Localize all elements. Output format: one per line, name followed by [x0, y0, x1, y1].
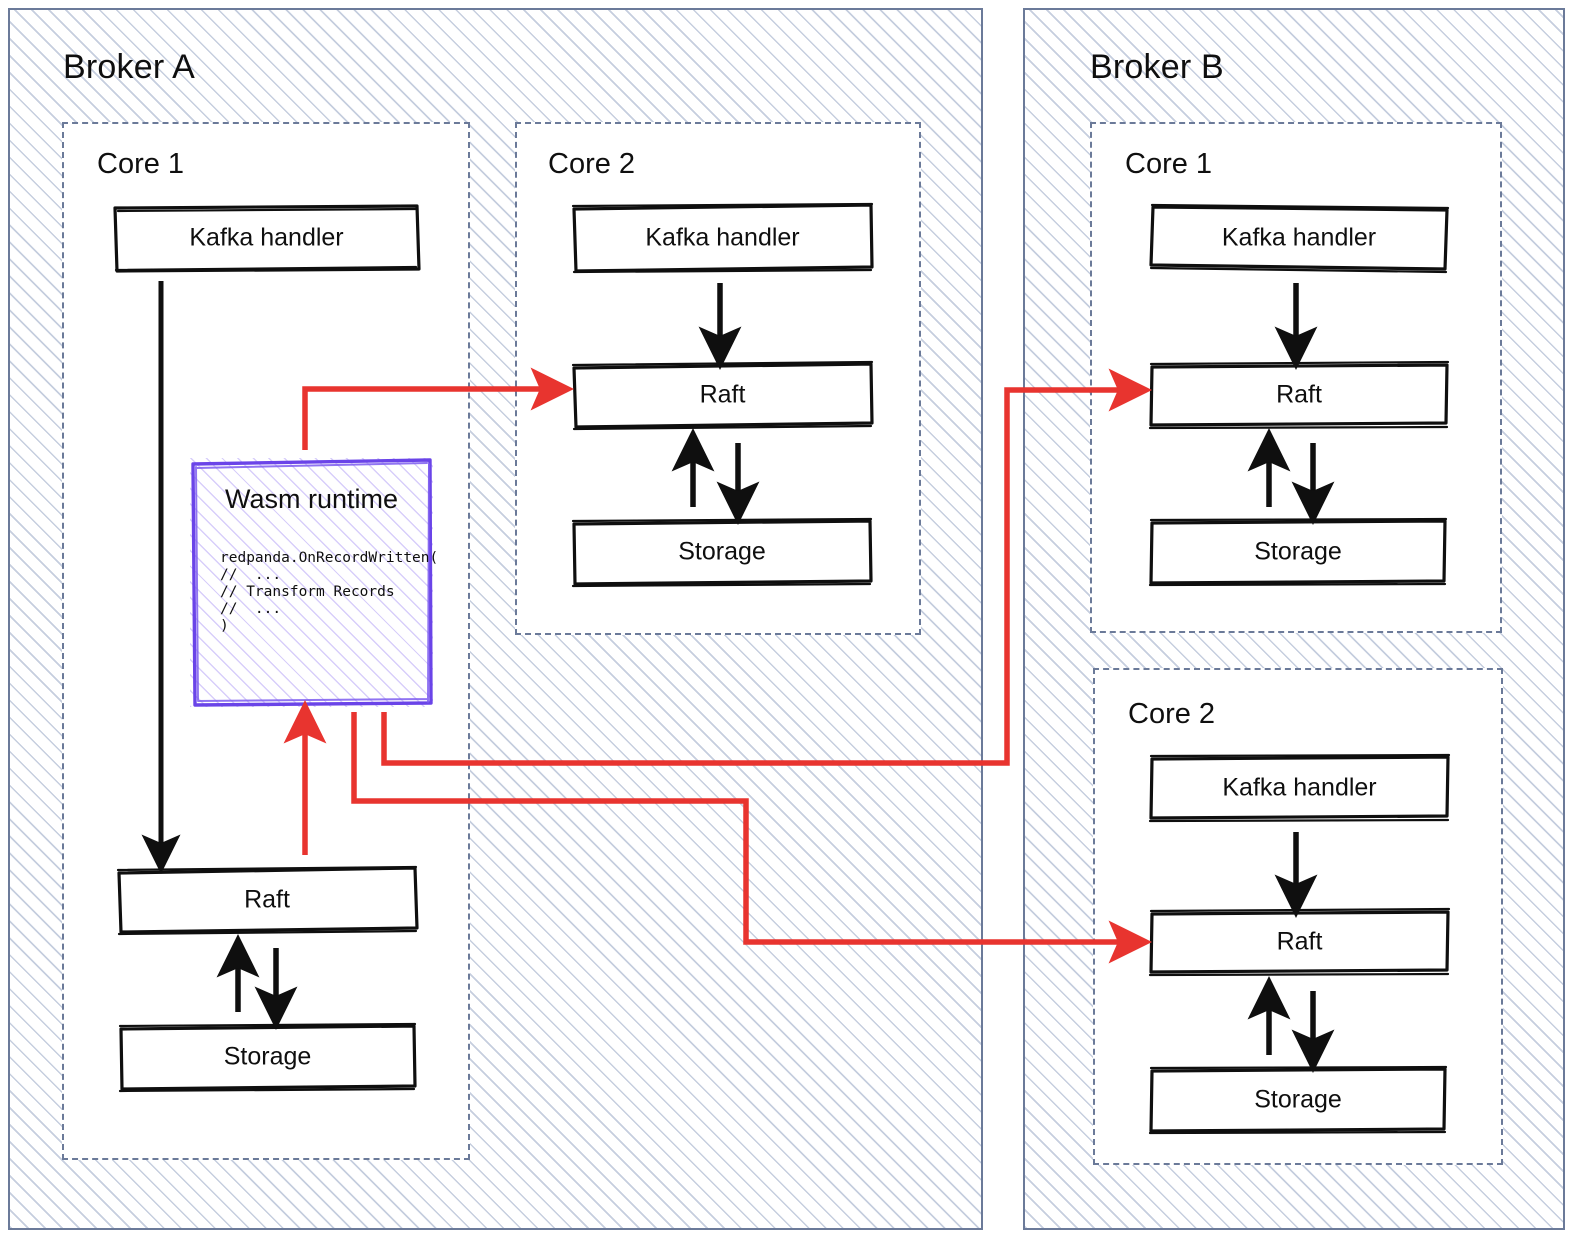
component-label: Raft	[699, 380, 746, 409]
broker-b-title: Broker B	[1090, 48, 1224, 86]
broker-a-core-1-kafka-handler[interactable]: Kafka handler	[113, 203, 421, 273]
component-label: Kafka handler	[1221, 223, 1377, 252]
broker-a-core-1-raft[interactable]: Raft	[116, 865, 419, 936]
broker-b-core-1-title: Core 1	[1125, 148, 1213, 180]
broker-a-core-2-kafka-handler[interactable]: Kafka handler	[571, 202, 874, 274]
component-label: Raft	[1276, 927, 1323, 956]
sketch-rect	[116, 865, 419, 936]
broker-a-core-1-storage[interactable]: Storage	[118, 1022, 417, 1093]
component-label: Kafka handler	[189, 223, 344, 252]
broker-b-core-2-title: Core 2	[1128, 698, 1216, 730]
component-label: Storage	[1254, 537, 1342, 566]
broker-b-core-2-storage[interactable]: Storage	[1148, 1065, 1448, 1135]
broker-a-core-1-wasm-runtime[interactable]: Wasm runtime redpanda.OnRecordWritten( /…	[190, 458, 438, 707]
component-label: Storage	[1254, 1085, 1342, 1114]
broker-a-core-2-title: Core 2	[548, 148, 636, 180]
broker-b-core-1-storage[interactable]: Storage	[1148, 517, 1448, 587]
component-label: Raft	[1276, 380, 1322, 409]
broker-a-core-2-storage[interactable]: Storage	[571, 517, 873, 588]
component-label: Kafka handler	[645, 223, 800, 252]
broker-b-core-2-raft[interactable]: Raft	[1148, 907, 1451, 977]
broker-a-core-2-raft[interactable]: Raft	[571, 360, 874, 431]
broker-b-core-2-kafka-handler[interactable]: Kafka handler	[1148, 753, 1451, 823]
component-label: Storage	[678, 537, 766, 566]
wasm-runtime-title: Wasm runtime	[224, 484, 399, 514]
broker-a-title: Broker A	[63, 48, 195, 86]
sketch-rect	[1148, 517, 1448, 587]
component-label: Raft	[244, 885, 290, 914]
broker-b-core-1-kafka-handler[interactable]: Kafka handler	[1148, 203, 1450, 274]
sketch-rect	[1149, 203, 1450, 274]
sketch-rect	[571, 202, 874, 274]
broker-b-core-1-raft[interactable]: Raft	[1148, 360, 1450, 430]
wasm-runtime-code: redpanda.OnRecordWritten( // ... // Tran…	[220, 550, 439, 634]
sketch-rect	[113, 204, 421, 273]
component-label: Storage	[223, 1042, 312, 1071]
broker-a-core-1-title: Core 1	[97, 148, 185, 180]
sketch-rect	[1148, 753, 1451, 823]
component-label: Kafka handler	[1222, 773, 1377, 802]
